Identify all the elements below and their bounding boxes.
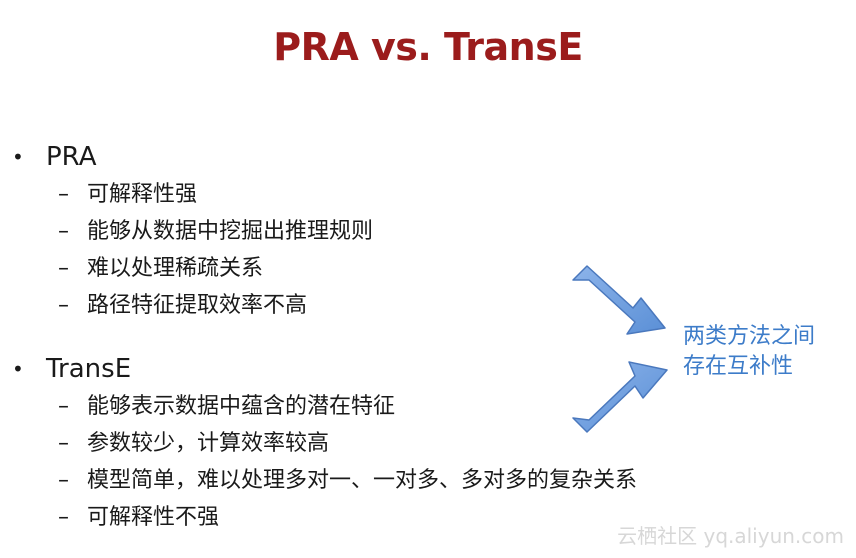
- sub-bullet-text: 可解释性强: [87, 182, 198, 207]
- bullet-item: • PRA: [0, 138, 720, 176]
- bullet-dot: •: [12, 145, 24, 169]
- dash-marker: –: [58, 505, 69, 530]
- sub-bullet-text: 能够从数据中挖掘出推理规则: [87, 219, 374, 244]
- sub-bullet-item: – 难以处理稀疏关系: [0, 250, 720, 287]
- section-heading: TransE: [46, 354, 132, 384]
- sub-bullet-text: 能够表示数据中蕴含的潜在特征: [87, 394, 396, 419]
- dash-marker: –: [58, 431, 69, 456]
- dash-marker: –: [58, 256, 69, 281]
- sub-bullet-item: – 模型简单，难以处理多对一、一对多、多对多的复杂关系: [0, 462, 720, 499]
- bullet-dot: •: [12, 357, 24, 381]
- callout-text: 两类方法之间 存在互补性: [683, 322, 815, 382]
- dash-marker: –: [58, 468, 69, 493]
- sub-bullet-item: – 可解释性强: [0, 176, 720, 213]
- dash-marker: –: [58, 293, 69, 318]
- converging-arrows-icon: [572, 265, 668, 433]
- dash-marker: –: [58, 394, 69, 419]
- section-heading: PRA: [46, 142, 97, 172]
- arrow-down-right-icon: [572, 265, 666, 335]
- sub-bullet-text: 模型简单，难以处理多对一、一对多、多对多的复杂关系: [87, 468, 638, 493]
- slide-title: PRA vs. TransE: [273, 25, 583, 69]
- sub-bullet-item: – 参数较少，计算效率较高: [0, 425, 720, 462]
- sub-bullet-item: – 路径特征提取效率不高: [0, 287, 720, 324]
- sub-bullet-text: 参数较少，计算效率较高: [87, 431, 330, 456]
- callout-line-1: 两类方法之间: [683, 324, 816, 349]
- sub-bullet-text: 路径特征提取效率不高: [87, 293, 308, 318]
- sub-bullet-item: – 能够表示数据中蕴含的潜在特征: [0, 388, 720, 425]
- dash-marker: –: [58, 182, 69, 207]
- sub-bullet-text: 难以处理稀疏关系: [87, 256, 264, 281]
- sub-bullet-item: – 可解释性不强: [0, 499, 720, 536]
- section-pra: • PRA – 可解释性强 – 能够从数据中挖掘出推理规则 – 难以处理稀疏关系…: [0, 138, 720, 324]
- callout-line-2: 存在互补性: [683, 354, 794, 379]
- section-transe: • TransE – 能够表示数据中蕴含的潜在特征 – 参数较少，计算效率较高 …: [0, 350, 720, 536]
- sub-bullet-item: – 能够从数据中挖掘出推理规则: [0, 213, 720, 250]
- watermark: 云栖社区 yq.aliyun.com: [617, 524, 844, 548]
- arrow-up-right-icon: [572, 361, 668, 433]
- dash-marker: –: [58, 219, 69, 244]
- sub-bullet-text: 可解释性不强: [87, 505, 220, 530]
- bullet-item: • TransE: [0, 350, 720, 388]
